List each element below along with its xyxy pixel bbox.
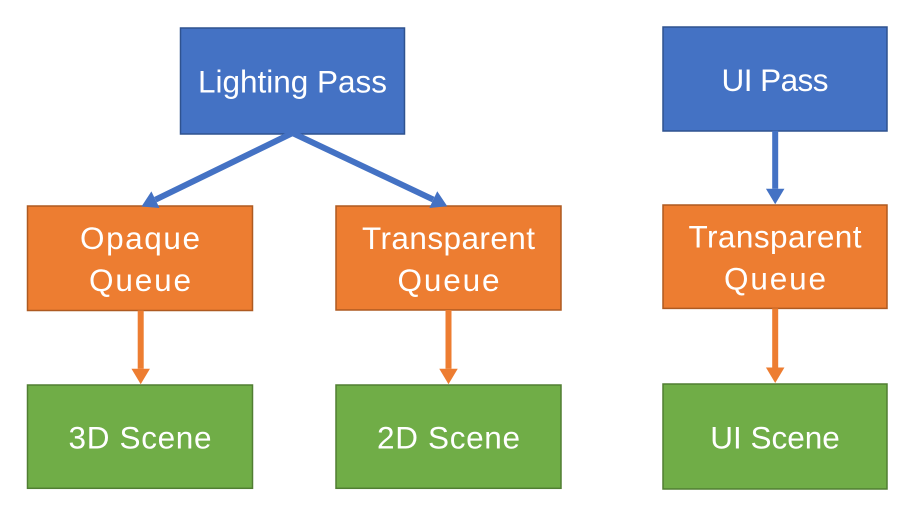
svg-text:Transparent: Transparent bbox=[362, 220, 535, 256]
svg-text:Transparent: Transparent bbox=[689, 219, 862, 255]
svg-text:UI Pass: UI Pass bbox=[722, 62, 829, 98]
svg-text:Queue: Queue bbox=[89, 262, 191, 298]
svg-text:Queue: Queue bbox=[724, 261, 826, 297]
svg-text:3D Scene: 3D Scene bbox=[69, 420, 212, 456]
svg-text:Queue: Queue bbox=[398, 262, 500, 298]
svg-text:Lighting Pass: Lighting Pass bbox=[198, 64, 387, 100]
svg-text:Opaque: Opaque bbox=[80, 220, 200, 256]
svg-text:2D Scene: 2D Scene bbox=[377, 420, 520, 456]
svg-text:UI Scene: UI Scene bbox=[710, 419, 840, 455]
